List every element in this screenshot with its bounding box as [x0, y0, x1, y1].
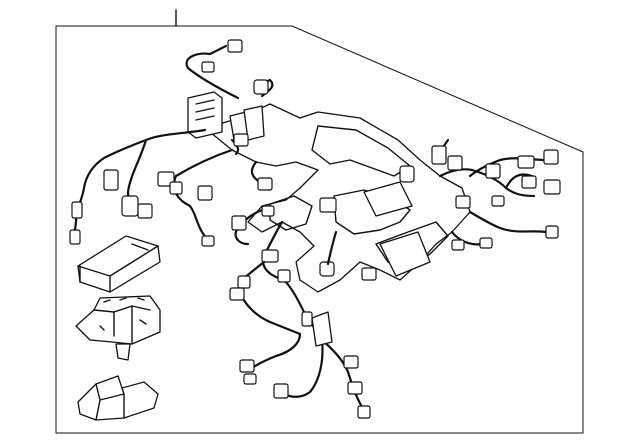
fuse-box-body: [75, 295, 161, 361]
fuse-box-bracket: [77, 375, 159, 421]
wiring-harness: [69, 39, 561, 419]
frame-border: [55, 25, 584, 434]
fuse-box-cover: [77, 235, 161, 293]
